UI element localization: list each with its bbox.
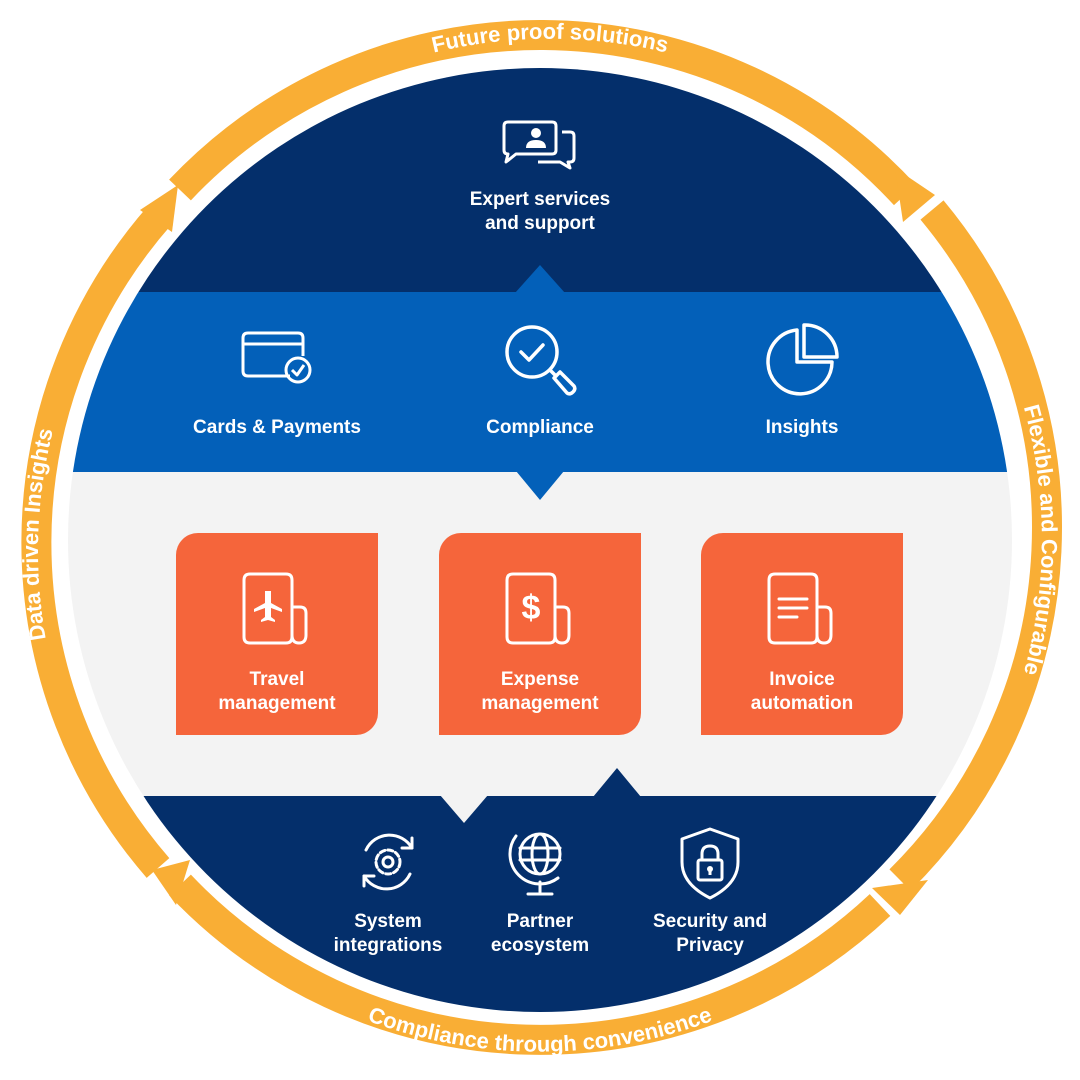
travel-document-icon (242, 572, 308, 645)
core-card-invoice[interactable]: Invoice automation (701, 533, 903, 735)
core-card-travel[interactable]: Travel management (176, 533, 378, 735)
core-card-expense[interactable]: $ Expense management (439, 533, 641, 735)
middle-item-label-2: Compliance (486, 417, 594, 438)
bottom-item-label-1: System integrations (333, 911, 443, 956)
ring-segment-right (889, 200, 1062, 891)
middle-item-label-1: Cards & Payments (193, 417, 361, 438)
outer-ring (21, 20, 1062, 1055)
notch-top (515, 265, 565, 293)
middle-blue-band (68, 292, 1012, 472)
ring-arrow-top-left (140, 185, 178, 232)
bottom-item-label-2: Partner ecosystem (490, 911, 590, 956)
core-card-label-1: Travel management (218, 669, 336, 714)
top-section-label: Expert services and support (469, 189, 611, 234)
ring-segment-bottom (169, 874, 891, 1055)
notch-bottom-left (440, 795, 488, 823)
bottom-item-label-3: Security and Privacy (652, 911, 768, 956)
notch-bottom-right (593, 768, 641, 797)
core-card-label-2: Expense management (481, 669, 599, 714)
invoice-document-icon (767, 572, 833, 645)
ring-arrow-bottom-left (152, 860, 190, 905)
core-card-label-3: Invoice automation (750, 669, 854, 714)
ring-arrow-bottom-right (872, 880, 928, 915)
ring-arrow-top-right (895, 168, 935, 222)
expense-document-icon: $ (505, 572, 571, 645)
notch-middle (516, 471, 564, 500)
middle-item-label-3: Insights (765, 417, 839, 438)
ring-segment-top (169, 20, 917, 206)
ring-segment-left (21, 205, 172, 878)
credit-card-check-icon (241, 331, 312, 384)
search-check-icon (505, 325, 577, 396)
globe-stand-icon (508, 832, 562, 896)
gear-cycle-icon (362, 833, 414, 891)
shield-lock-icon (680, 827, 740, 900)
chat-support-icon (502, 120, 576, 170)
pie-chart-icon (766, 323, 839, 396)
svg-text:$: $ (522, 589, 541, 627)
